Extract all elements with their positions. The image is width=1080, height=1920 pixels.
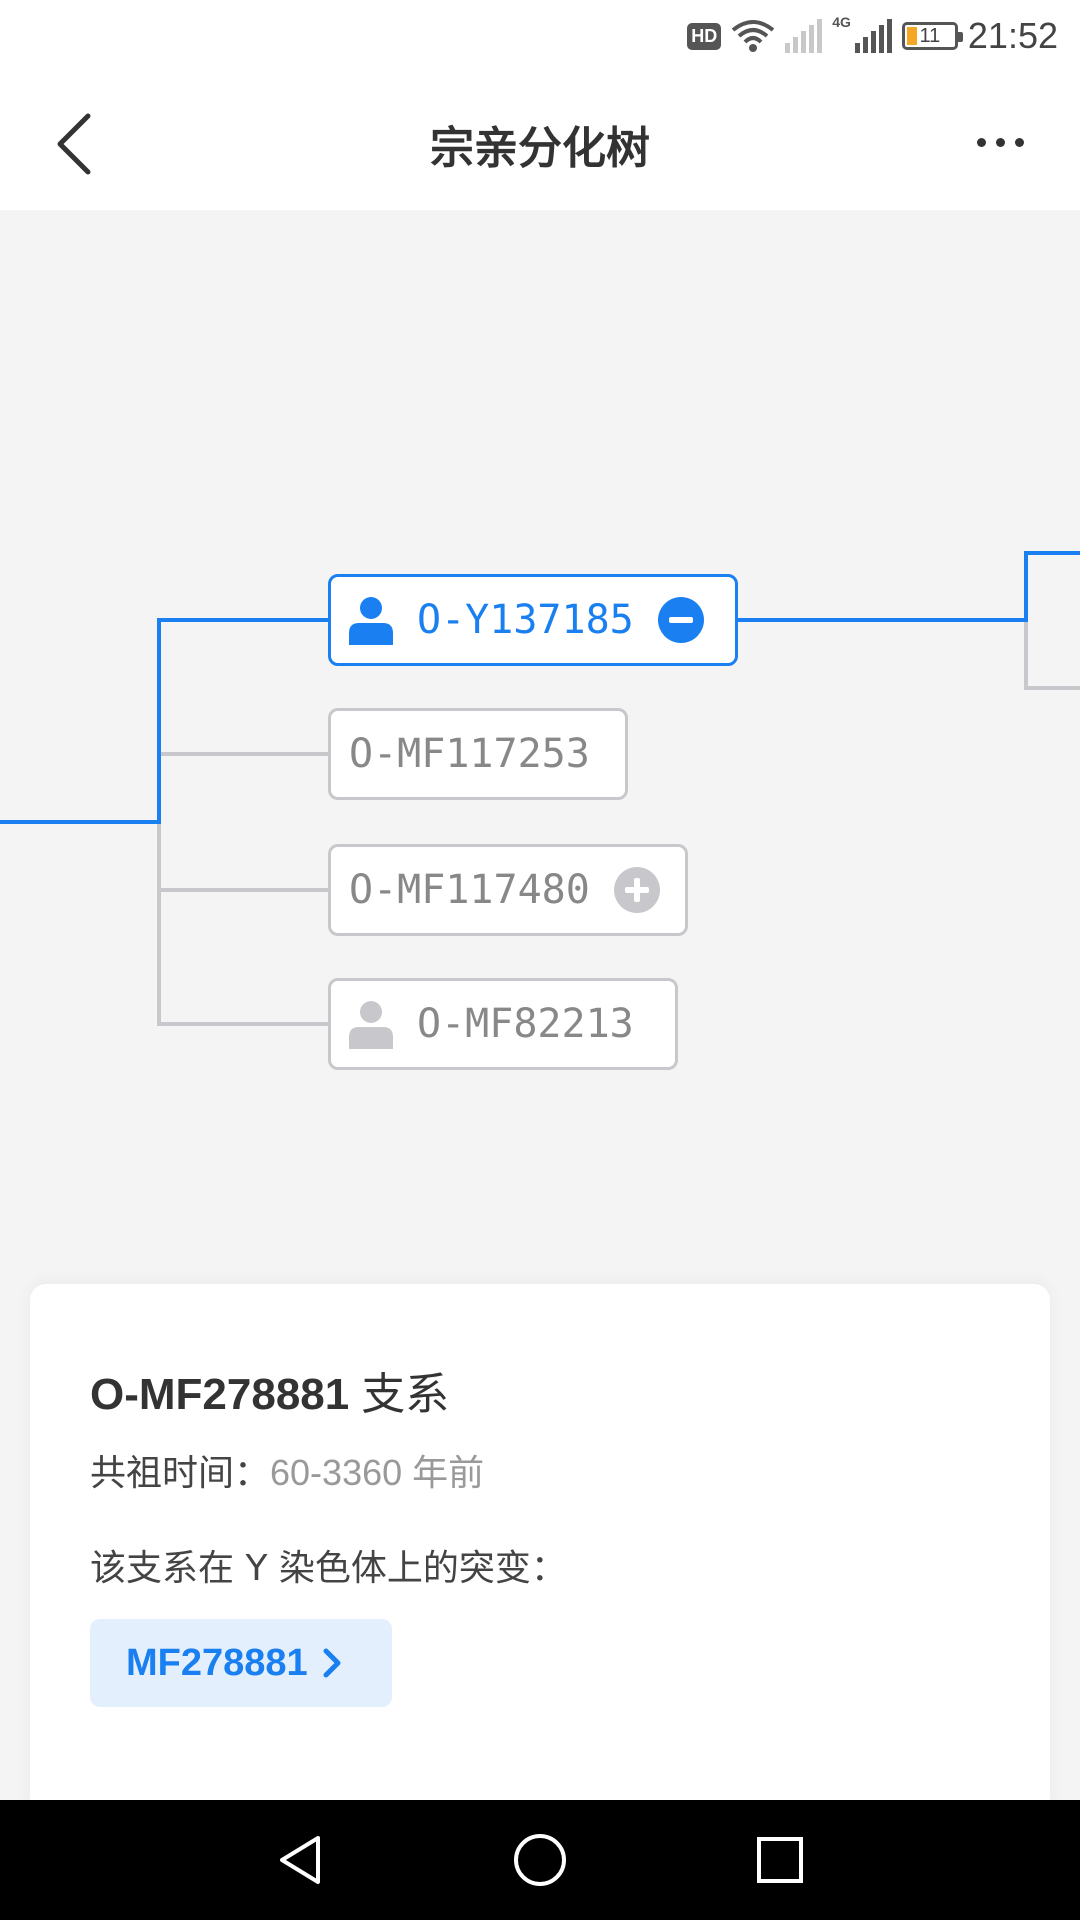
- minus-circle-icon[interactable]: [657, 597, 704, 643]
- nav-back-button[interactable]: [270, 1830, 330, 1890]
- signal-weak-icon: [785, 19, 823, 53]
- person-icon: [349, 597, 393, 645]
- ancestor-time-label: 共祖时间：: [90, 1453, 271, 1494]
- network-type-label: 4G: [832, 14, 851, 30]
- tree-node-label: O-MF117480: [349, 867, 590, 913]
- mutation-chip-label: MF278881: [126, 1641, 308, 1684]
- header: 宗亲分化树: [0, 72, 1080, 210]
- branch-suffix: 支系: [361, 1370, 450, 1419]
- tree-node[interactable]: O-MF117253: [328, 708, 628, 800]
- tree-connectors: [0, 551, 1080, 1026]
- hd-icon: HD: [687, 22, 722, 50]
- tree-node[interactable]: O-MF117480: [328, 844, 688, 936]
- person-icon: [349, 1001, 393, 1049]
- tree-node[interactable]: O-Y137185: [328, 574, 738, 666]
- ancestor-time-row: 共祖时间：60-3360 年前: [90, 1444, 484, 1496]
- mutation-label: 该支系在 Y 染色体上的突变：: [90, 1548, 567, 1589]
- more-horizontal-icon: [976, 137, 986, 147]
- status-time: 21:52: [967, 15, 1058, 56]
- mutation-chip[interactable]: MF278881: [90, 1619, 392, 1707]
- back-button[interactable]: [40, 102, 120, 182]
- signal-icon: [854, 19, 892, 53]
- tree-node-label: O-MF117253: [349, 731, 590, 777]
- chevron-left-icon: [57, 113, 91, 175]
- ancestor-time-value: 60-3360 年前: [270, 1452, 485, 1493]
- circle-home-icon: [514, 1834, 566, 1886]
- nav-recent-button[interactable]: [750, 1830, 810, 1890]
- battery-icon: 11: [901, 22, 963, 50]
- nav-home-button[interactable]: [510, 1830, 570, 1890]
- tree-node-label: O-MF82213: [417, 1001, 634, 1047]
- status-bar: HD 4G 11 21:52: [0, 0, 1080, 72]
- plus-circle-icon[interactable]: [613, 867, 660, 913]
- triangle-back-icon: [280, 1836, 320, 1884]
- page-title: 宗亲分化树: [430, 123, 650, 174]
- status-icons: HD 4G 11 21:52: [687, 14, 1058, 58]
- battery-level: 11: [919, 24, 941, 47]
- system-nav-bar: [0, 1800, 1080, 1920]
- more-button[interactable]: [960, 102, 1040, 182]
- wifi-icon: [731, 20, 775, 52]
- branch-id: O-MF278881: [90, 1370, 350, 1419]
- tree-node[interactable]: O-MF82213: [328, 978, 678, 1070]
- chevron-right-icon: [323, 1648, 341, 1678]
- tree-node-label: O-Y137185: [417, 597, 634, 643]
- square-recent-icon: [757, 1837, 803, 1883]
